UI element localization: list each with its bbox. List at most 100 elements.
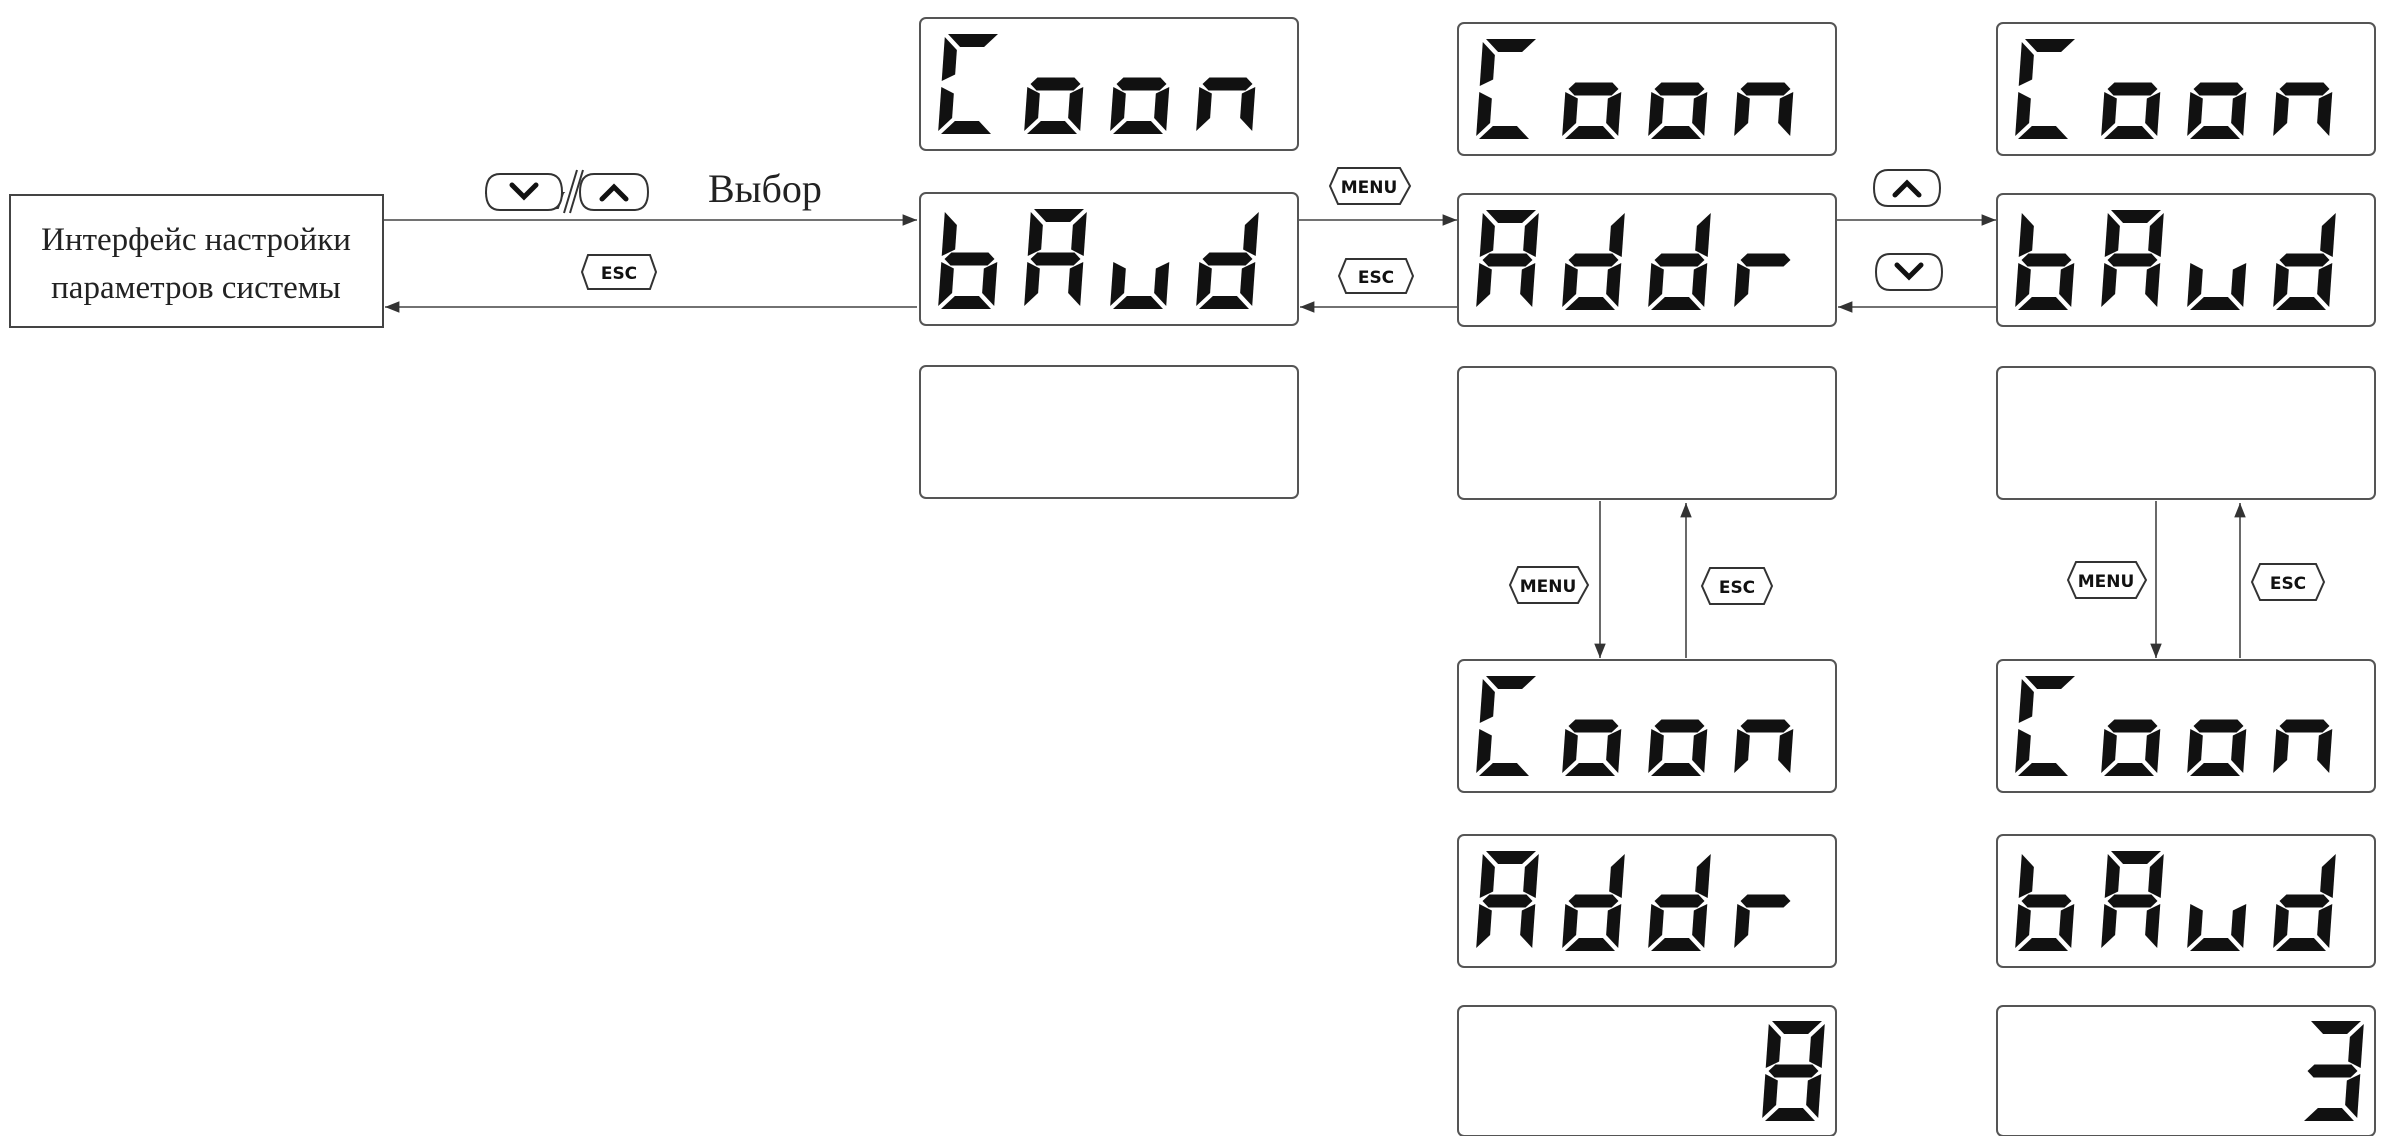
esc-label-3: ESC [1719,578,1755,598]
lcd-col3-top-char-1 [2101,82,2161,139]
lcd-col1-mid-segment [1027,212,1043,256]
up-button[interactable] [578,173,650,211]
lcd-col3-sub-value-segment [2345,1074,2361,1118]
system-settings-line1: Интерфейс настройки [41,222,351,258]
esc-button-1[interactable]: ESC [580,254,658,290]
lcd-col2-sub-top-segment [1568,719,1619,733]
down-button-2[interactable] [1874,253,1944,291]
system-settings-line2: параметров системы [51,270,341,306]
lcd-col3-sub-mid-segment [2320,854,2336,898]
lcd-col2-sub-mid-segment [1562,904,1578,948]
menu-button-2[interactable]: MENU [1508,566,1590,604]
lcd-col3-top-segment [2103,126,2154,139]
lcd-col2-mid [1457,193,1837,327]
lcd-col2-mid-segment [1606,263,1622,307]
lcd-col3-mid-segment [2101,263,2117,307]
lcd-col2-top-char-0 [1476,39,1536,139]
lcd-col2-sub-value-segment [1768,1064,1819,1078]
lcd-col2-top [1457,22,1837,156]
lcd-col3-mid-segment [2017,297,2068,310]
lcd-col2-mid-segment [1650,297,1701,310]
lcd-col1-mid-char-0 [938,212,998,309]
lcd-col2-sub-top-segment [1740,719,1791,733]
lcd-col2-mid-char-2 [1648,213,1711,310]
lcd-col2-mid-segment [1520,263,1536,307]
lcd-col2-mid-segment [1734,263,1750,307]
lcd-col2-top-char-1 [1562,82,1622,139]
esc-button-4[interactable]: ESC [2250,563,2326,601]
esc-button-3[interactable]: ESC [1700,567,1774,605]
lcd-col1-top-segment [938,87,954,131]
lcd-col2-sub-top-char-1 [1562,719,1622,776]
lcd-col3-mid-segment [2231,263,2247,307]
lcd-col3-sub-mid-segment [2317,904,2333,948]
lcd-col1-top-segment [1068,87,1084,131]
menu-label-3: MENU [2078,572,2135,592]
lcd-col1-mid-segment [1196,262,1212,306]
lcd-col3-mid-char-2 [2187,263,2247,310]
lcd-col3-sub-mid-segment [2279,894,2330,908]
lcd-col2-sub-top-segment [1778,729,1794,773]
lcd-col2-sub-top-segment [1479,763,1530,776]
lcd-col3-sub-mid-segment [2017,938,2068,951]
menu-button-1[interactable]: MENU [1328,167,1412,205]
down-button[interactable] [484,173,566,211]
lcd-col2-sub-mid-char-2 [1648,854,1711,951]
lcd-col2-sub-mid-segment [1476,904,1492,948]
lcd-col3-sub-mid-segment [2015,904,2031,948]
lcd-col3-mid-segment [2018,213,2034,257]
lcd-col2-sub-mid-segment [1695,854,1711,898]
lcd-col2-top-segment [1606,92,1622,136]
lcd-col3-mid-segment [2145,263,2161,307]
lcd-col1-mid-segment [1199,296,1250,309]
lcd-col3-sub-top-char-3 [2273,719,2333,773]
lcd-col2-sub-top-char-3 [1734,719,1794,773]
lcd-col2-sub-top-segment [1692,729,1708,773]
lcd-col2-top-segment [1740,82,1791,96]
lcd-col3-sub-top-segment [2101,729,2117,773]
lcd-col3-mid-segment [2189,297,2240,310]
lcd-col3-sub-value-char-0 [2303,1021,2364,1121]
lcd-col1-top-char-2 [1110,77,1170,134]
lcd-col2-top-segment [1479,42,1495,86]
lcd-col3-top-segment [2145,92,2161,136]
lcd-col3-sub-value [1996,1005,2376,1136]
lcd-col1-mid-segment [1068,262,1084,306]
lcd-col3-top-segment [2193,82,2244,96]
lcd-col2-top-segment [1654,82,1705,96]
lcd-col2-mid-segment [1740,253,1791,267]
lcd-col3-mid-segment [2317,263,2333,307]
lcd-col2-sub-mid-segment [1482,894,1533,908]
lcd-col2-top-segment [1692,92,1708,136]
lcd-col2-sub-top-segment [1654,719,1705,733]
lcd-col3-sub-mid-char-3 [2273,854,2336,951]
lcd-col3-sub-mid-char-1 [2101,851,2164,948]
lcd-col2-mid-segment [1692,263,1708,307]
lcd-col2-sub-value-segment [1765,1024,1781,1068]
lcd-col1-mid [919,192,1299,326]
esc-button-2[interactable]: ESC [1337,258,1415,294]
lcd-col2-sub-top-char-0 [1476,676,1536,776]
lcd-col2-sub-mid-char-1 [1562,854,1625,951]
lcd-col2-sub-mid-segment [1523,854,1539,898]
lcd-col3-top-segment [2107,82,2158,96]
lcd-col2-sub-mid-segment [1520,904,1536,948]
menu-button-3[interactable]: MENU [2066,561,2148,599]
lcd-col3-top-char-0 [2015,39,2075,139]
lcd-col3-bot-frame [1996,366,2376,500]
lcd-col2-mid-segment [1609,213,1625,257]
lcd-col2-sub-mid-char-0 [1476,851,1539,948]
lcd-col3-sub-top-segment [2193,719,2244,733]
lcd-col1-mid-segment [1243,212,1259,256]
lcd-col2-mid-char-3 [1734,253,1791,307]
lcd-col3-sub-mid-segment [2104,854,2120,898]
esc-label-2: ESC [1358,268,1394,288]
lcd-col3-sub-top [1996,659,2376,793]
lcd-col2-sub-value-segment [1771,1021,1822,1034]
lcd-col1-top [919,17,1299,151]
lcd-col2-sub-value-segment [1806,1074,1822,1118]
up-button-2[interactable] [1872,169,1942,207]
lcd-col2-sub-value-frame [1457,1005,1837,1136]
lcd-col2-mid-segment [1568,253,1619,267]
chevron-up-icon [1892,179,1922,198]
